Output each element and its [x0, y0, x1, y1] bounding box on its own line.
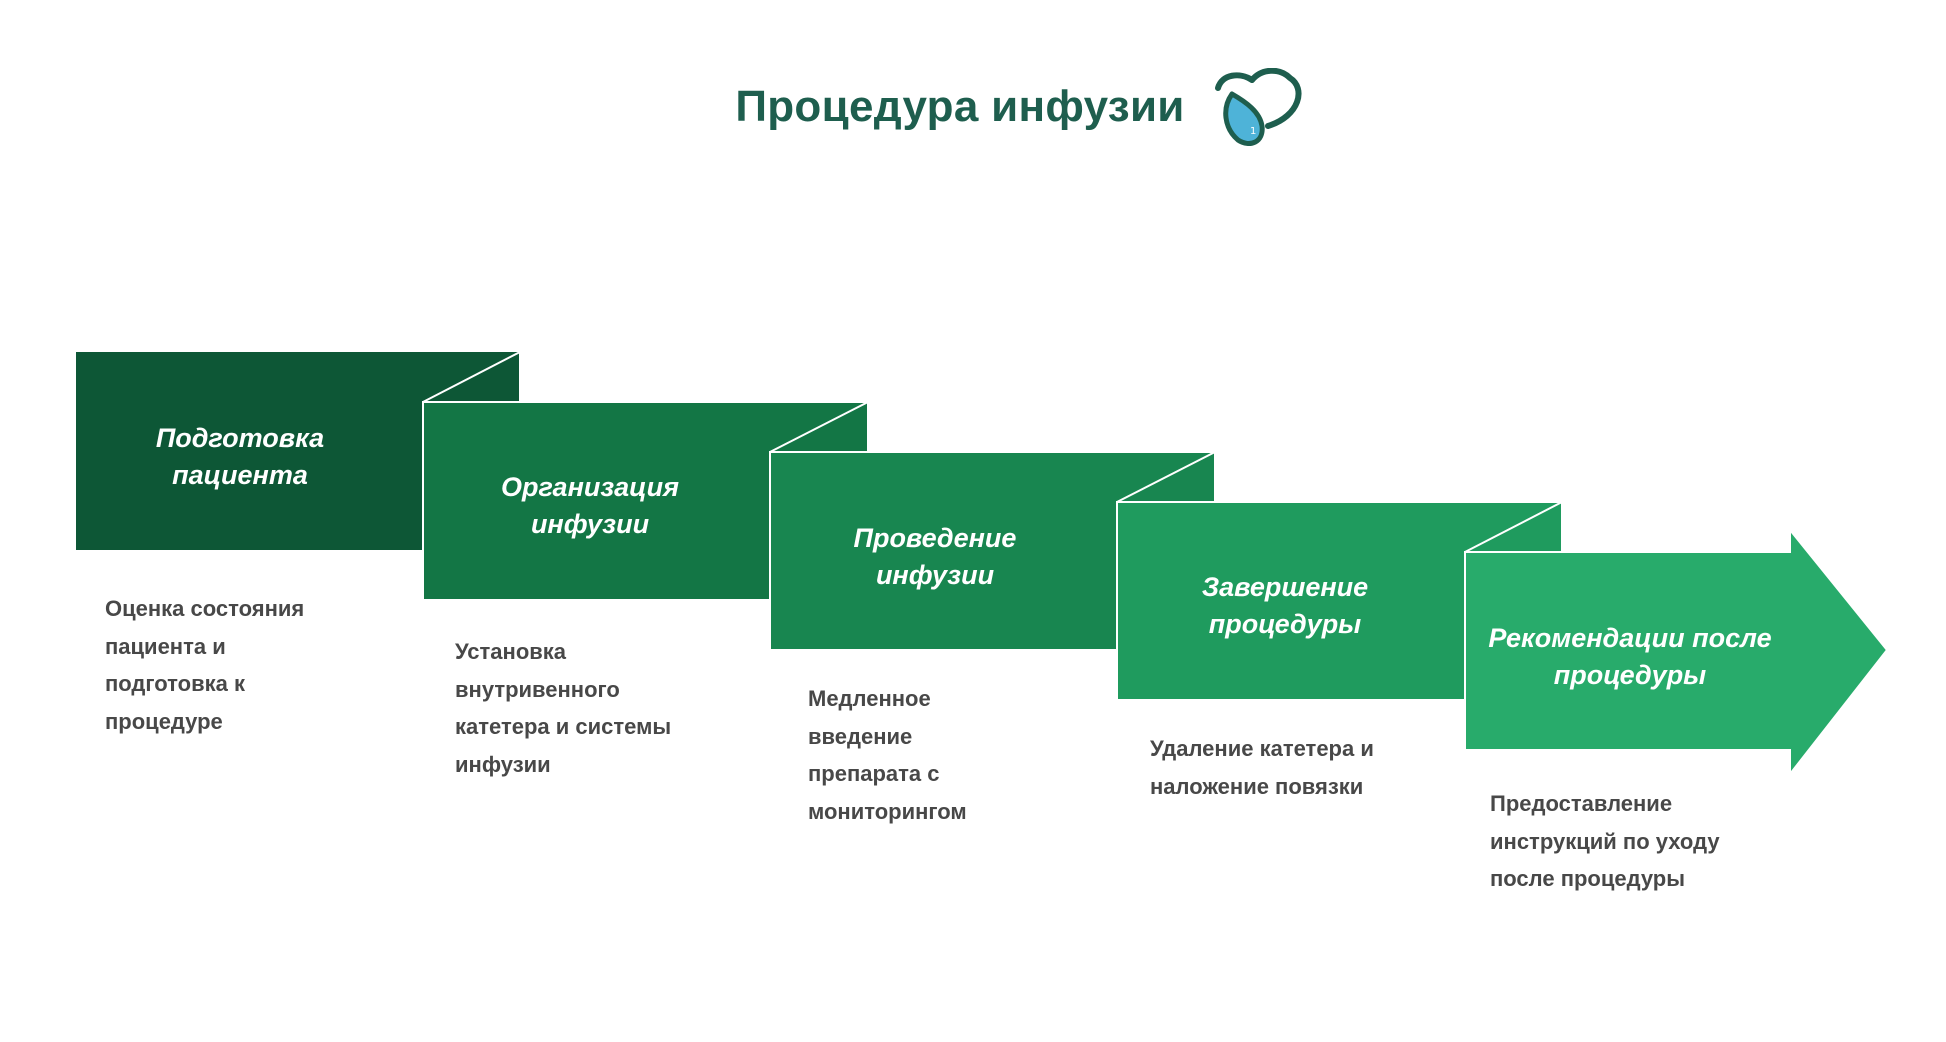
diagram-title: Процедура инфузии: [735, 82, 1185, 131]
step-1-label: Подготовка пациента: [155, 423, 325, 490]
step-3-description: Медленное введение препарата с мониторин…: [808, 686, 967, 824]
logo-badge: 1: [1250, 126, 1256, 137]
step-5-label: Рекомендации после процедуры: [1488, 623, 1772, 690]
heart-drop-logo-icon: 1: [1215, 68, 1302, 146]
step-3-label: Проведение инфузии: [853, 523, 1017, 590]
step-1-description: Оценка состояния пациента и подготовка к…: [105, 596, 305, 734]
step-5-shape: [1464, 527, 1889, 777]
step-4-label: Завершение процедуры: [1201, 572, 1369, 639]
step-5-arrow: [1464, 500, 1889, 777]
step-5-description: Предоставление инструкций по уходу после…: [1490, 791, 1720, 891]
step-4-description: Удаление катетера и наложение повязки: [1150, 736, 1374, 799]
step-2-description: Установка внутривенного катетера и систе…: [455, 639, 672, 777]
step-1-box: [76, 352, 520, 550]
step-3-box: [769, 400, 1216, 651]
step-2-label: Организация инфузии: [501, 472, 679, 539]
step-4-box: [1116, 450, 1563, 701]
step-1-shape: [76, 352, 520, 550]
